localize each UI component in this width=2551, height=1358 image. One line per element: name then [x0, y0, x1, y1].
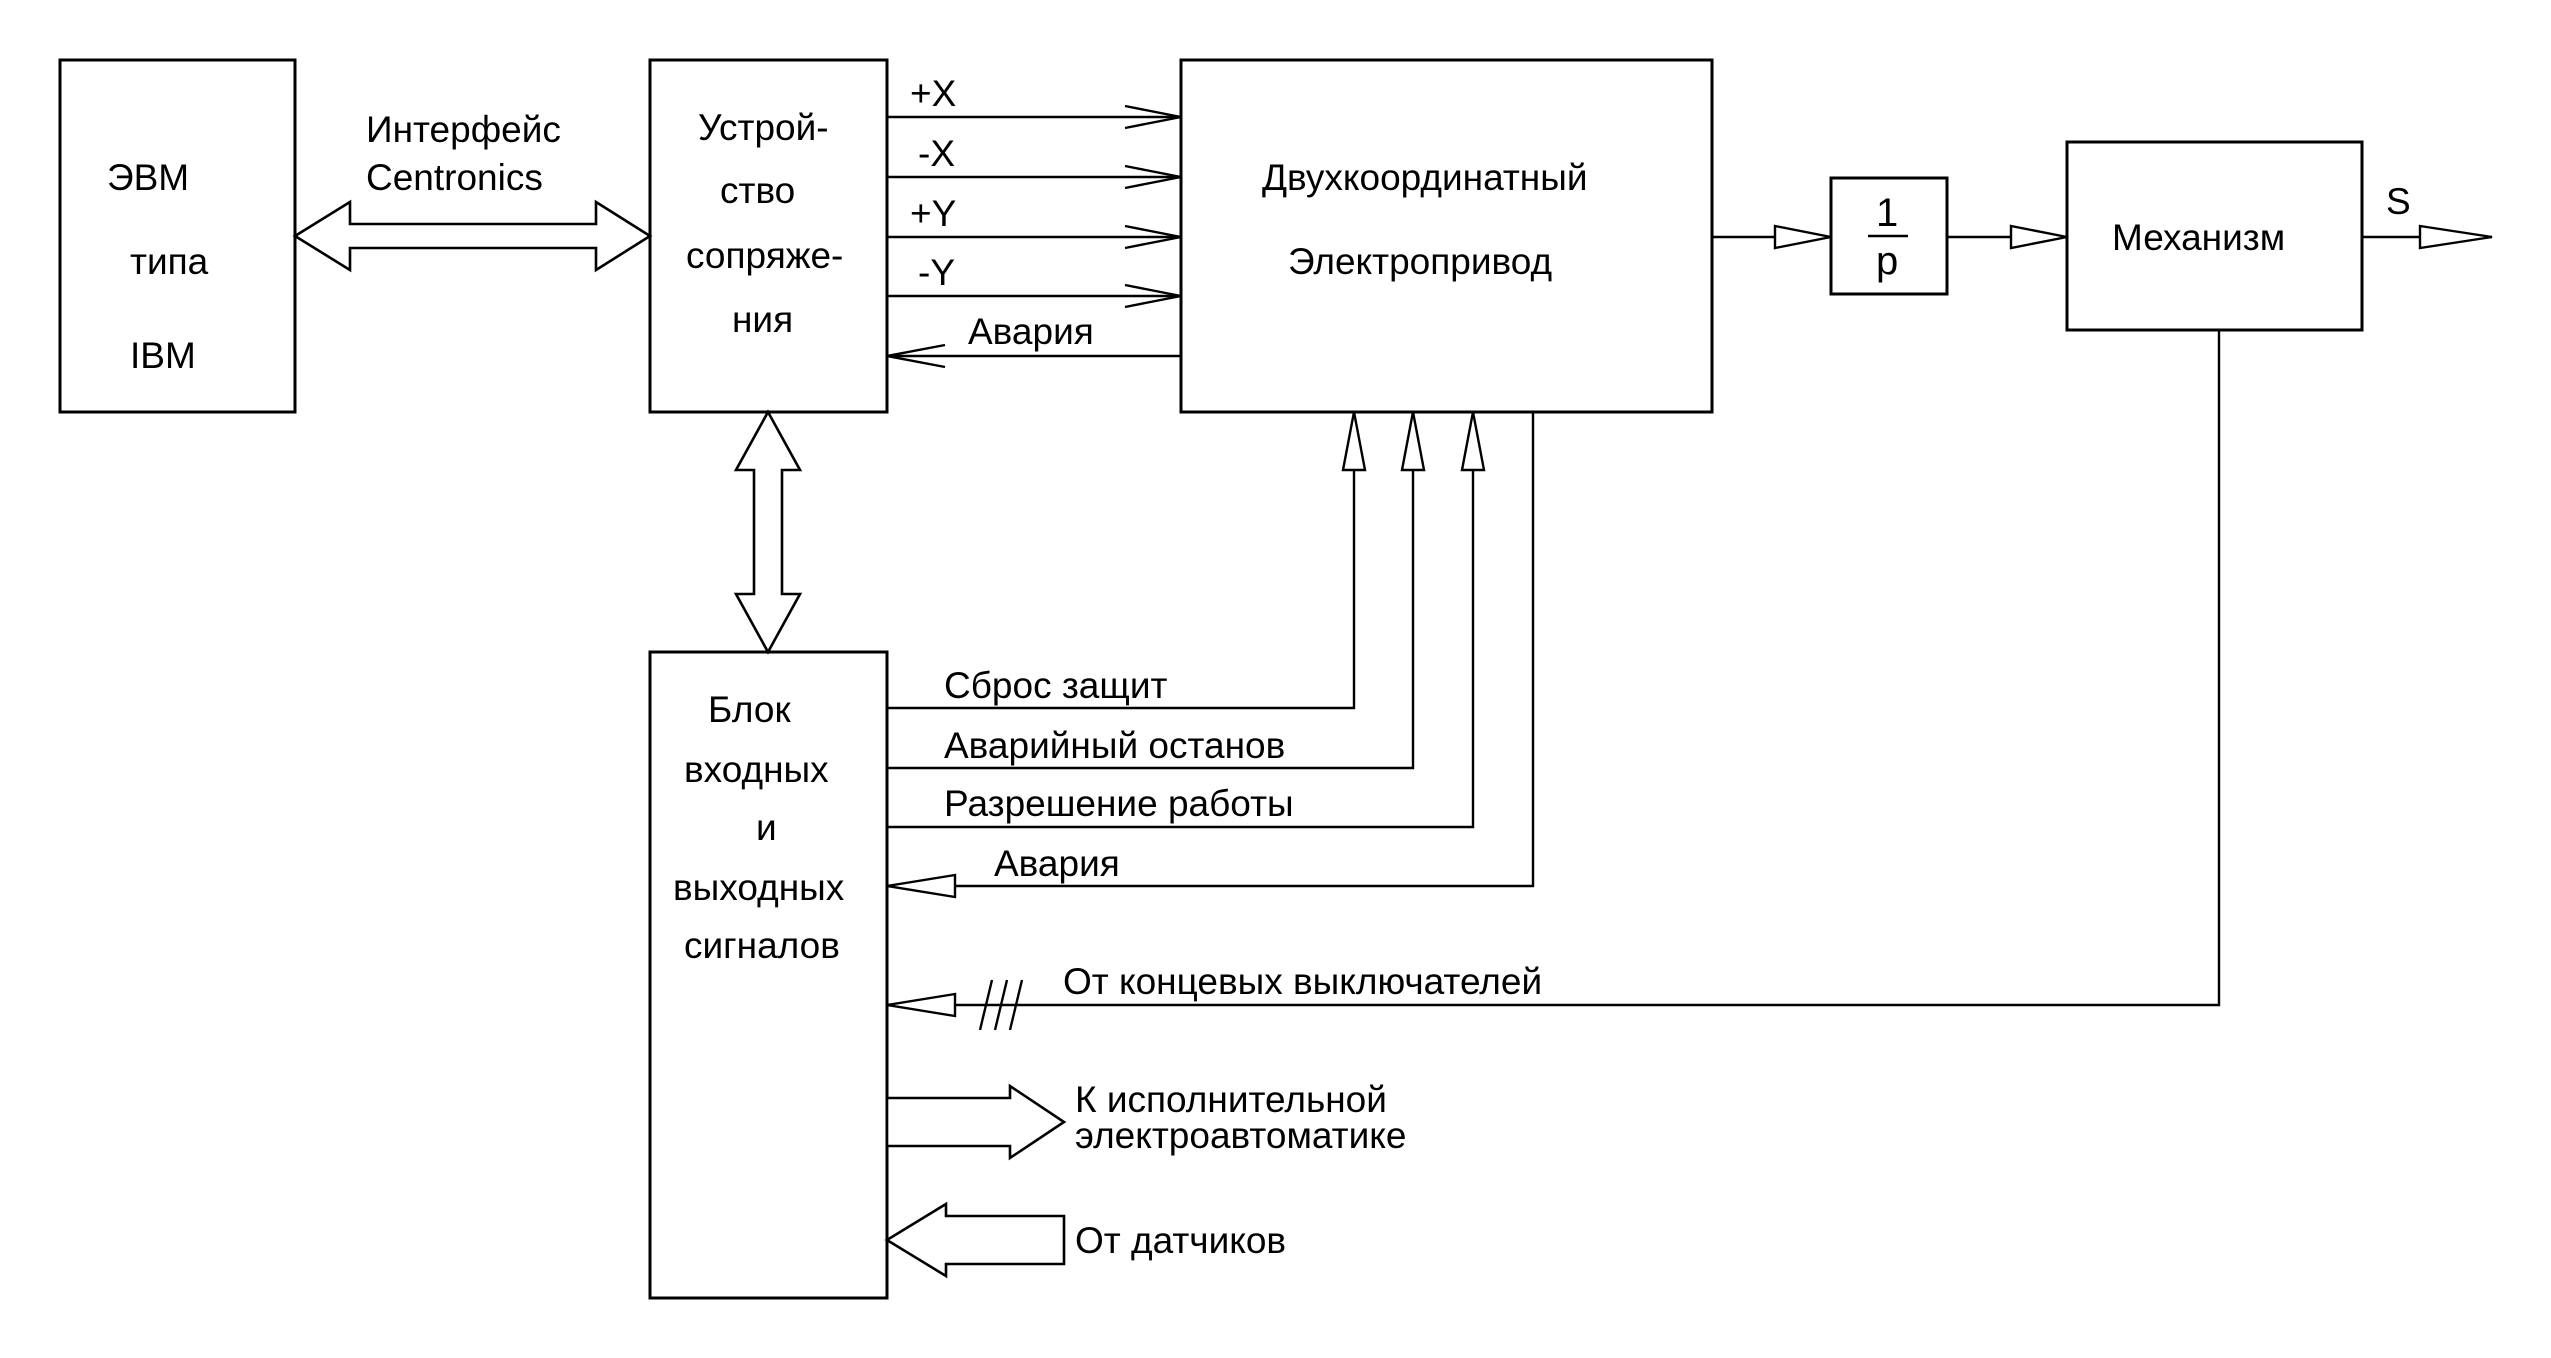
- enable-label: Разрешение работы: [944, 783, 1294, 824]
- io-unit-label-line2: входных: [684, 749, 829, 790]
- interface-device-block: Устрой- ство сопряже- ния: [648, 58, 889, 414]
- computer-label-line3: IBM: [130, 335, 196, 376]
- plus-x-label: +X: [910, 73, 956, 114]
- io-unit-label-line1: Блок: [708, 689, 791, 730]
- interface-device-label-line3: сопряже-: [686, 235, 843, 276]
- from-sensors-label: От датчиков: [1075, 1220, 1286, 1261]
- computer-label-line2: типа: [130, 241, 209, 282]
- io-unit-label-line3: и: [756, 807, 777, 848]
- bus-tick-2: [993, 979, 1009, 1031]
- minus-x-label: -X: [918, 133, 955, 174]
- alarm-bottom-label: Авария: [994, 843, 1120, 884]
- computer-block: ЭВМ типа IBM: [58, 58, 297, 414]
- drive-label-line1: Двухкоординатный: [1262, 157, 1587, 198]
- emergency-stop-label: Аварийный останов: [944, 725, 1285, 766]
- bus-tick-3: [1008, 979, 1024, 1031]
- mechanism-label: Механизм: [2112, 217, 2285, 258]
- interface-device-label-line1: Устрой-: [698, 107, 829, 148]
- io-unit-block: Блок входных и выходных сигналов: [648, 650, 889, 1300]
- centronics-label: Centronics: [366, 157, 543, 198]
- plus-y-label: +Y: [910, 193, 956, 234]
- bus-tick-1: [978, 979, 994, 1031]
- computer-label-line1: ЭВМ: [107, 157, 189, 198]
- minus-y-label: -Y: [918, 252, 955, 293]
- limit-switches-label: От концевых выключателей: [1063, 961, 1542, 1002]
- centronics-double-arrow: Интерфейс Centronics: [292, 109, 653, 273]
- limit-switch-line: От концевых выключателей: [886, 330, 2221, 1031]
- drive-label-line2: Электропривод: [1288, 241, 1552, 282]
- integrator-numerator: 1: [1876, 191, 1898, 235]
- interface-device-label-line4: ния: [732, 299, 793, 340]
- to-automation-arrow: К исполнительной электроавтоматике: [885, 1079, 1406, 1161]
- integrator-denominator: p: [1876, 239, 1898, 283]
- drive-block: Двухкоординатный Электропривод: [1179, 58, 1714, 414]
- from-sensors-arrow: От датчиков: [884, 1201, 1286, 1279]
- mechanism-block: Механизм: [2065, 140, 2364, 332]
- signal-chain: S: [1712, 181, 2493, 250]
- interface-label: Интерфейс: [366, 109, 561, 150]
- reset-label: Сброс защит: [944, 665, 1167, 706]
- io-drive-lines: Сброс защит Аварийный останов Разрешение…: [886, 411, 1535, 899]
- output-s-label: S: [2386, 181, 2411, 222]
- control-lines: +X -X +Y -Y Авария: [886, 73, 1182, 369]
- io-unit-label-line4: выходных: [673, 867, 845, 908]
- integrator-block: 1 p: [1829, 176, 1949, 296]
- to-automation-label-line2: электроавтоматике: [1075, 1115, 1406, 1156]
- io-unit-label-line5: сигналов: [684, 925, 840, 966]
- alarm-top-label: Авария: [968, 311, 1094, 352]
- to-automation-label-line1: К исполнительной: [1075, 1079, 1387, 1120]
- vertical-double-arrow: [733, 409, 803, 655]
- interface-device-label-line2: ство: [720, 170, 795, 211]
